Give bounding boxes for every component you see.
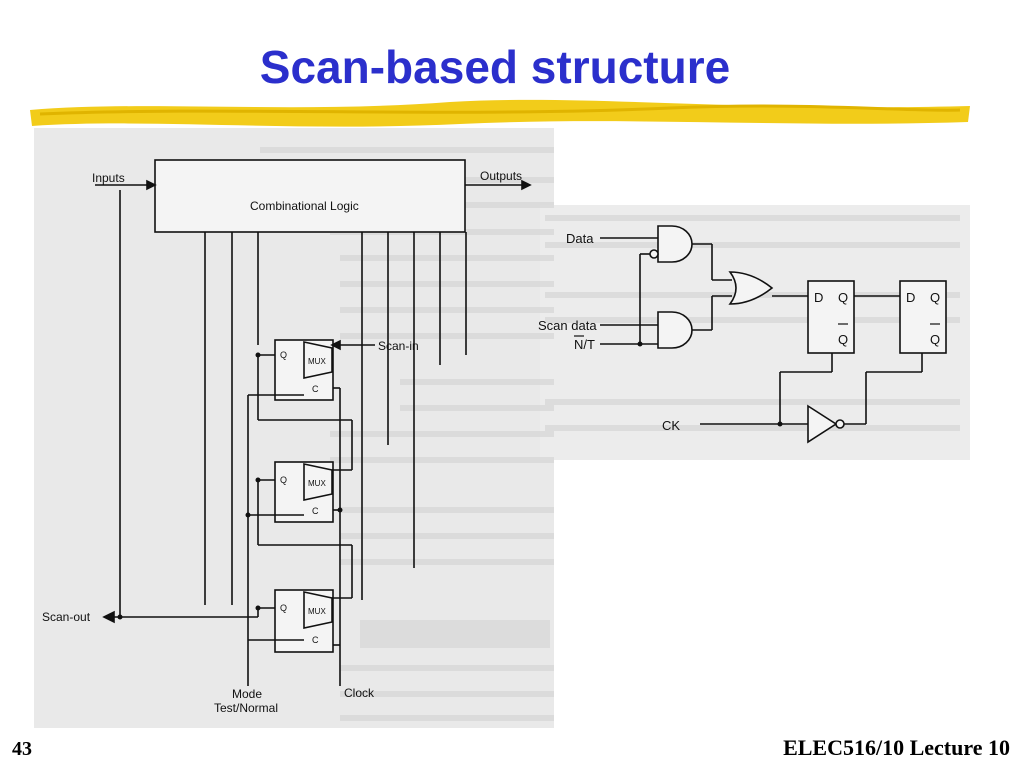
q-label-2: Q: [280, 475, 287, 485]
q-label-1: Q: [280, 350, 287, 360]
dff-2: [899, 280, 947, 354]
slide-title: Scan-based structure: [259, 41, 731, 93]
mux-1: [303, 341, 333, 379]
and-gate-2: [657, 311, 693, 349]
course-footer: ELEC516/10 Lecture 10: [783, 735, 1010, 760]
nt-label: N/T: [574, 337, 595, 352]
mux-2: [303, 463, 333, 501]
outputs-label: Outputs: [480, 169, 522, 183]
dff2-qbar-label: Q: [930, 332, 940, 347]
q-label-3: Q: [280, 603, 287, 613]
data-label: Data: [566, 231, 594, 246]
dff-1: [807, 280, 855, 354]
mux-label-3: MUX: [308, 607, 326, 616]
mux-label-1: MUX: [308, 357, 326, 366]
or-gate: [728, 271, 774, 305]
and-gate-1: [657, 225, 693, 263]
dff1-q-label: Q: [838, 290, 848, 305]
scan-out-label: Scan-out: [42, 610, 91, 624]
title-highlight-stroke: [30, 99, 970, 127]
c-label-2: C: [312, 506, 319, 516]
dff1-d-label: D: [814, 290, 823, 305]
inputs-label: Inputs: [92, 171, 125, 185]
dff1-qbar-label: Q: [838, 332, 848, 347]
c-label-3: C: [312, 635, 319, 645]
c-label-1: C: [312, 384, 319, 394]
clock-label: Clock: [344, 686, 375, 700]
dff2-d-label: D: [906, 290, 915, 305]
mux-3: [303, 591, 333, 629]
dff2-q-label: Q: [930, 290, 940, 305]
mode-label: Mode: [232, 687, 262, 701]
scan-data-label: Scan data: [538, 318, 597, 333]
page-number: 43: [12, 738, 32, 760]
scan-in-label: Scan-in: [378, 339, 419, 353]
combinational-logic-block: [154, 159, 466, 233]
mux-label-2: MUX: [308, 479, 326, 488]
combinational-logic-label: Combinational Logic: [250, 199, 359, 213]
ck-label: CK: [662, 418, 680, 433]
test-normal-label: Test/Normal: [214, 701, 278, 715]
